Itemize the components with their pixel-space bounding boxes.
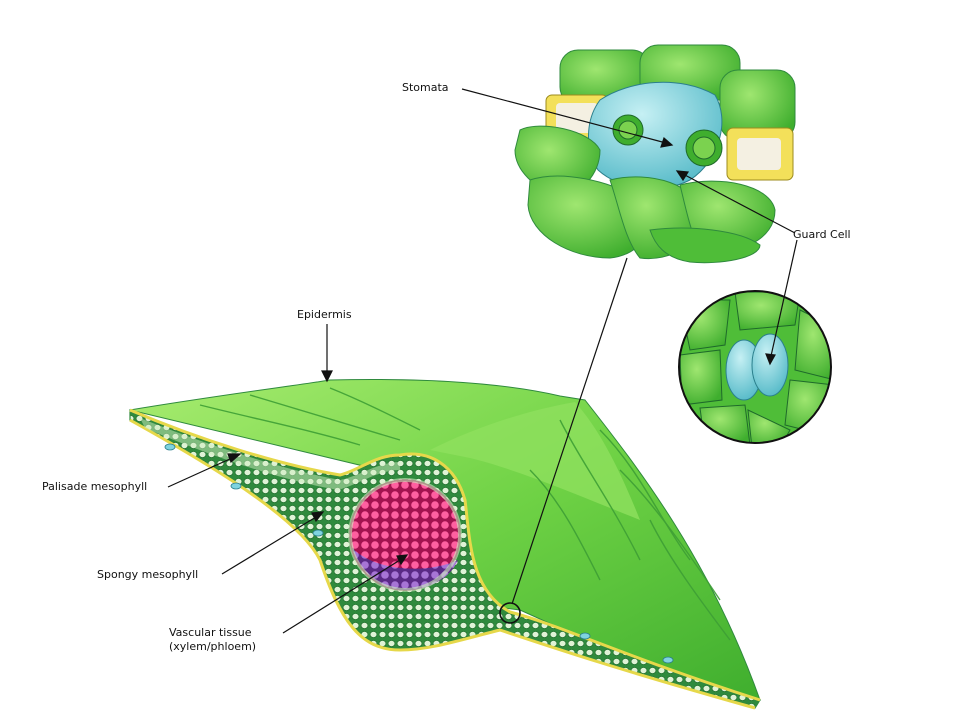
vascular-tissue-line1: Vascular tissue [169,626,252,639]
epidermis-label: Epidermis [297,308,352,321]
leader-lines [167,88,798,634]
stomata-closeup [514,44,796,264]
vascular-tissue-line2: (xylem/phloem) [169,640,257,653]
palisade-mesophyll-label: Palisade mesophyll [42,480,148,493]
leaf-cross-section [129,379,761,710]
vascular-bundle [348,478,462,592]
spongy-mesophyll-label: Spongy mesophyll [97,568,199,581]
stoma-highlight-circle [499,602,521,624]
guard-cell-label: Guard Cell [793,228,851,241]
guard-cell-inset [678,290,832,444]
stomata-label: Stomata [402,81,449,94]
vascular-tissue-label: Vascular tissue (xylem/phloem) [169,626,256,654]
